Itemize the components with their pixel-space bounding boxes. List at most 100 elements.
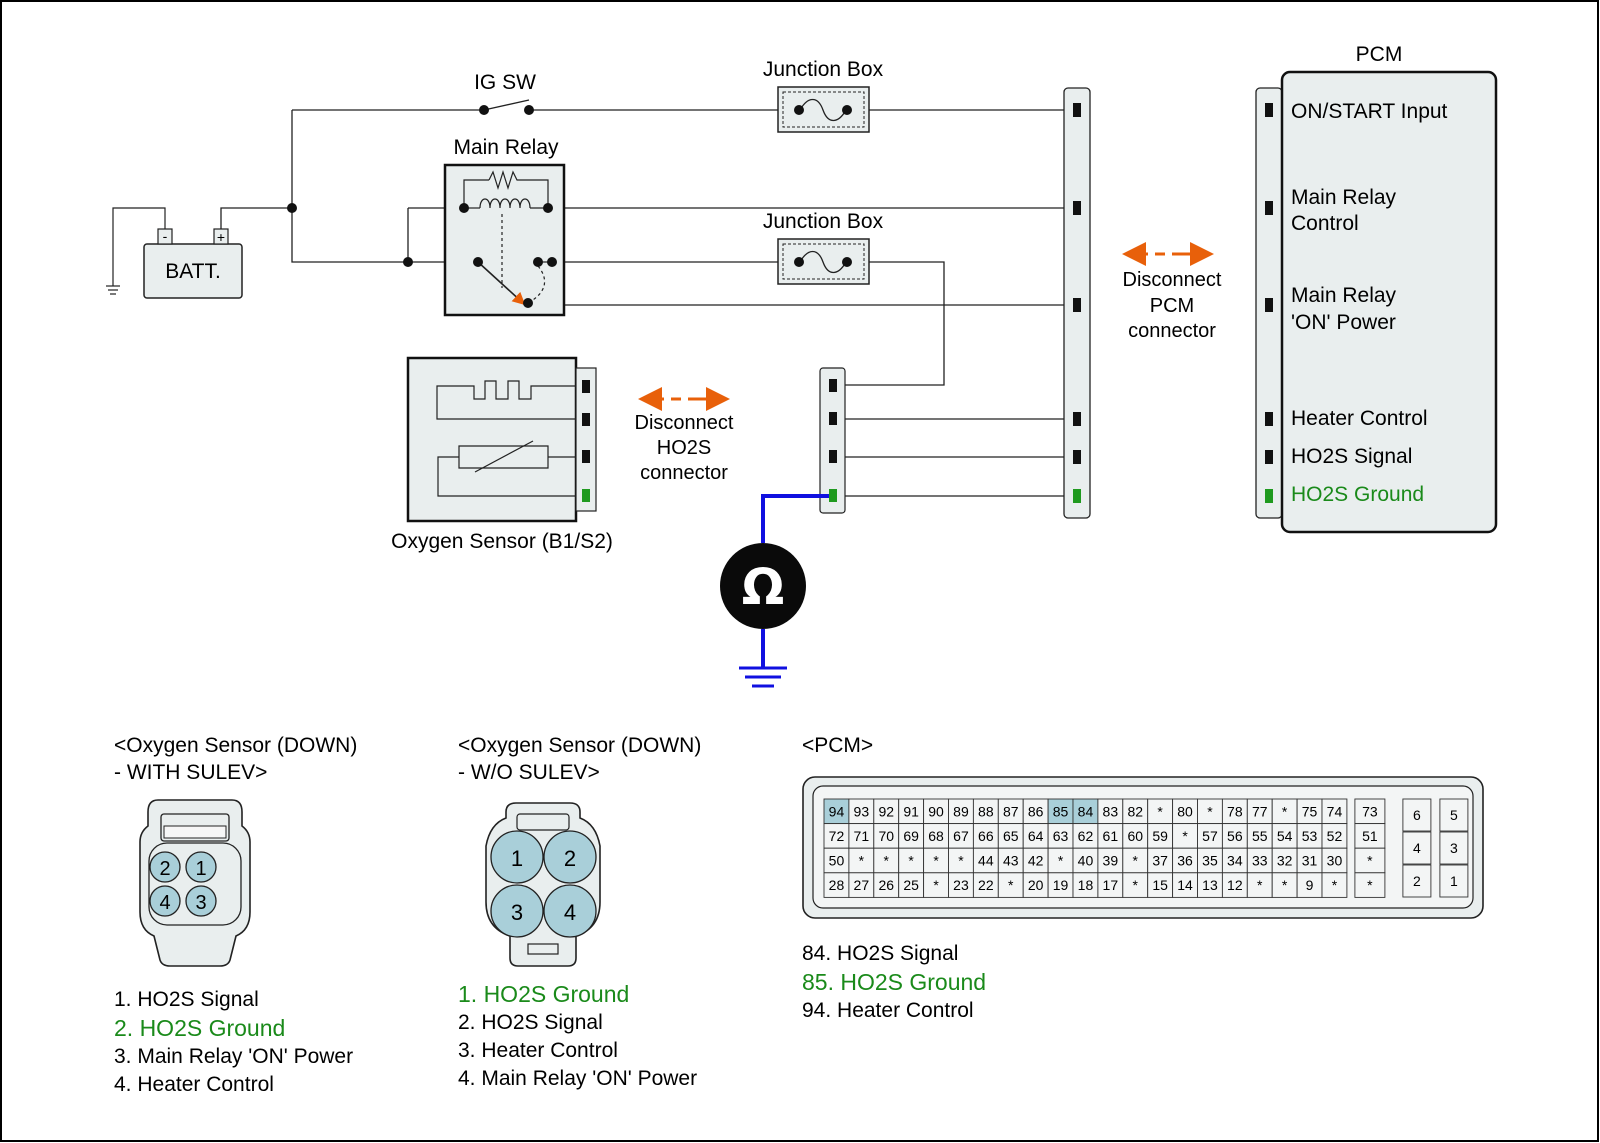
sulev-connector-title-1: <Oxygen Sensor (DOWN) bbox=[114, 734, 357, 757]
pcm-pin-r1-c6: 66 bbox=[978, 828, 994, 844]
pcm-pin-r2-c4-cell bbox=[923, 847, 949, 874]
ho2s-harness-connector bbox=[819, 367, 846, 514]
pcm-pin-r1-c12: 60 bbox=[1127, 828, 1143, 844]
pcm-terminal-ho2s-ground: HO2S Ground bbox=[1291, 483, 1424, 506]
pcm-pin-r1-c15: 57 bbox=[1202, 828, 1218, 844]
pcm-pin-r0-c17: 77 bbox=[1252, 803, 1268, 819]
pcm-pin-r0-c20-cell bbox=[1321, 798, 1348, 825]
pcm-pin-side-3: * bbox=[1367, 877, 1373, 893]
pcm-pin-r1-c20-cell bbox=[1321, 823, 1348, 849]
pcm-pin-block-1-1: 3 bbox=[1450, 840, 1458, 856]
sulev-legend-4: 4. Heater Control bbox=[114, 1073, 274, 1096]
ho2s-disconnect-line1: Disconnect bbox=[635, 412, 734, 434]
pcm-pin-r3-c15: 13 bbox=[1202, 877, 1218, 893]
pcm-pin-r3-c2-cell bbox=[873, 872, 900, 898]
pcm-pin-r3-c16-cell bbox=[1221, 872, 1248, 898]
pcm-pin-r3-c18-cell bbox=[1271, 872, 1298, 898]
pcm-pin-r3-c4: * bbox=[933, 877, 939, 893]
no-sulev-legend-3: 3. Heater Control bbox=[458, 1039, 618, 1062]
oxygen-sensor bbox=[406, 356, 597, 523]
pcm-pin-r2-c9: * bbox=[1058, 853, 1064, 869]
pcm-pin-r3-c6-cell bbox=[972, 872, 999, 898]
pcm-pin-r2-c1: * bbox=[859, 853, 865, 869]
pcm-pin-r0-c8: 86 bbox=[1028, 803, 1044, 819]
no-sulev-pin-3: 3 bbox=[511, 900, 523, 925]
pcm-pin-r3-c13-cell bbox=[1147, 872, 1174, 898]
pcm-pin-r0-c1: 93 bbox=[854, 803, 870, 819]
pcm-pin-r0-c18-cell bbox=[1271, 798, 1298, 825]
pcm-pin-r3-c12-cell bbox=[1122, 872, 1149, 898]
no-sulev-pin-2: 2 bbox=[564, 846, 576, 871]
pcm-pin-block-1-0-cell bbox=[1402, 831, 1432, 865]
pcm-legend-3: 94. Heater Control bbox=[802, 999, 974, 1022]
pcm-pin-r3-c4-cell bbox=[923, 872, 949, 898]
sulev-pin-4: 4 bbox=[159, 892, 170, 914]
sulev-connector-face bbox=[139, 799, 251, 967]
pcm-pin-r1-c11: 61 bbox=[1103, 828, 1119, 844]
pcm-pin-r3-c14-cell bbox=[1172, 872, 1198, 898]
pcm-pin-r3-c18: * bbox=[1282, 877, 1288, 893]
battery-positive-label: + bbox=[217, 229, 225, 245]
pcm-pin-r2-c8: 42 bbox=[1028, 853, 1044, 869]
pcm-pin-r2-c15: 35 bbox=[1202, 853, 1218, 869]
pcm-pin-block-2-1-cell bbox=[1439, 864, 1469, 898]
pcm-pin-r3-c9: 19 bbox=[1053, 877, 1069, 893]
pcm-pin-r2-c12: * bbox=[1133, 853, 1139, 869]
sulev-connector-pins bbox=[149, 851, 217, 917]
pcm-pin-r2-c19: 31 bbox=[1302, 853, 1318, 869]
pcm-pin-r0-c0: 94 bbox=[829, 803, 845, 819]
pcm-pin-side-1-cell bbox=[1354, 823, 1386, 849]
pcm-pin-r2-c3-cell bbox=[898, 847, 925, 874]
pcm-pin-r1-c8: 64 bbox=[1028, 828, 1044, 844]
pcm-terminal-main-relay-control-1: Main Relay bbox=[1291, 186, 1397, 209]
junction-box-fuse-1 bbox=[777, 86, 870, 133]
pcm-pin-r3-c19: 9 bbox=[1306, 877, 1314, 893]
pcm-pin-r2-c11-cell bbox=[1097, 847, 1124, 874]
pcm-pin-block-1-1-cell bbox=[1439, 831, 1469, 865]
pcm-pin-r1-c16: 56 bbox=[1227, 828, 1243, 844]
no-sulev-legend-1: 1. HO2S Ground bbox=[458, 981, 629, 1007]
pcm-pin-r2-c18-cell bbox=[1271, 847, 1298, 874]
pcm-pin-r1-c2-cell bbox=[873, 823, 900, 849]
pcm-pin-r0-c10: 84 bbox=[1078, 803, 1094, 819]
pcm-terminal-main-relay-control-2: Control bbox=[1291, 212, 1359, 235]
pcm-legend-2: 85. HO2S Ground bbox=[802, 969, 986, 995]
battery-negative-label: - bbox=[163, 228, 168, 244]
pcm-pin-r2-c15-cell bbox=[1197, 847, 1223, 874]
pcm-pin-r2-c11: 39 bbox=[1103, 853, 1119, 869]
pcm-pin-r2-c16: 34 bbox=[1227, 853, 1243, 869]
pcm-pin-r0-c7: 87 bbox=[1003, 803, 1019, 819]
pcm-pin-r1-c5-cell bbox=[948, 823, 974, 849]
pcm-pin-r2-c12-cell bbox=[1122, 847, 1149, 874]
no-sulev-connector-title-2: - W/O SULEV> bbox=[458, 761, 600, 784]
pcm-pin-r2-c5-cell bbox=[948, 847, 974, 874]
no-sulev-connector-title-1: <Oxygen Sensor (DOWN) bbox=[458, 734, 701, 757]
ig-sw-label: IG SW bbox=[474, 71, 536, 94]
pcm-pin-r3-c3: 25 bbox=[903, 877, 919, 893]
pcm-pin-r0-c1-cell bbox=[848, 798, 875, 825]
pcm-pin-r2-c17-cell bbox=[1246, 847, 1273, 874]
pcm-terminal-main-relay-power-2: 'ON' Power bbox=[1291, 311, 1396, 334]
pcm-pin-r3-c20-cell bbox=[1321, 872, 1348, 898]
pcm-pin-r1-c6-cell bbox=[972, 823, 999, 849]
pcm-pin-r3-c1-cell bbox=[848, 872, 875, 898]
pcm-pin-r1-c7: 65 bbox=[1003, 828, 1019, 844]
pcm-pin-r1-c15-cell bbox=[1197, 823, 1223, 849]
pcm-pin-block-0-0-cell bbox=[1402, 798, 1432, 832]
pcm-pin-block-0-0: 6 bbox=[1413, 807, 1421, 823]
oxygen-sensor-label: Oxygen Sensor (B1/S2) bbox=[391, 530, 613, 553]
pcm-terminal-on-start: ON/START Input bbox=[1291, 100, 1448, 123]
pcm-pin-r0-c6: 88 bbox=[978, 803, 994, 819]
pcm-pin-r3-c0-cell bbox=[823, 872, 850, 898]
battery-ground-icon bbox=[106, 207, 166, 295]
pcm-pin-r2-c20: 30 bbox=[1327, 853, 1343, 869]
pcm-pin-r1-c17-cell bbox=[1246, 823, 1273, 849]
sulev-legend-3: 3. Main Relay 'ON' Power bbox=[114, 1045, 353, 1068]
pcm-pin-block-2-0-cell bbox=[1402, 864, 1432, 898]
pcm-pin-block-0-1: 5 bbox=[1450, 807, 1458, 823]
sulev-legend-1: 1. HO2S Signal bbox=[114, 988, 259, 1011]
pcm-pin-r0-c9: 85 bbox=[1053, 803, 1069, 819]
pcm-pin-r3-c8-cell bbox=[1022, 872, 1049, 898]
ho2s-disconnect-line2: HO2S bbox=[657, 437, 711, 459]
